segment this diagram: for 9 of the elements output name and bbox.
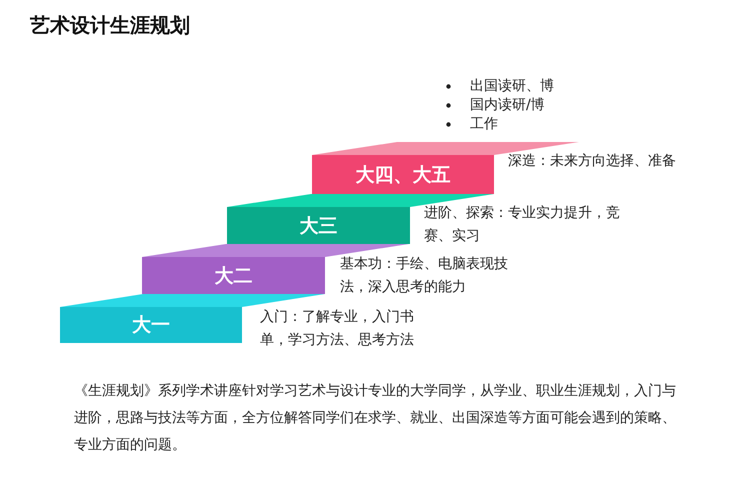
description-text: 入门：了解专业，入门书单，学习方法、思考方法 (260, 308, 415, 350)
description-text: 进阶、探索：专业实力提升，竞赛、实习 (424, 204, 621, 246)
caption-text: 《生涯规划》系列学术讲座针对学习艺术与设计专业的大学同学，从学业、职业生涯规划，入门与进阶，思路与技法等方面，全方位解答同学们在求学、就业、出国深造等方面可能会遇到的策略、专业方面的问题。 (74, 382, 677, 455)
bullet-item: 出国读研、博 (470, 77, 554, 95)
page-title: 艺术设计生涯规划 (30, 12, 190, 39)
description-text: 深造：未来方向选择、准备 (508, 152, 677, 171)
description-text: 基本功：手绘、电脑表现技法，深入思考的能力 (340, 255, 509, 297)
bullet-item: 国内读研/博 (470, 96, 545, 114)
bullet-item: 工作 (470, 115, 498, 133)
